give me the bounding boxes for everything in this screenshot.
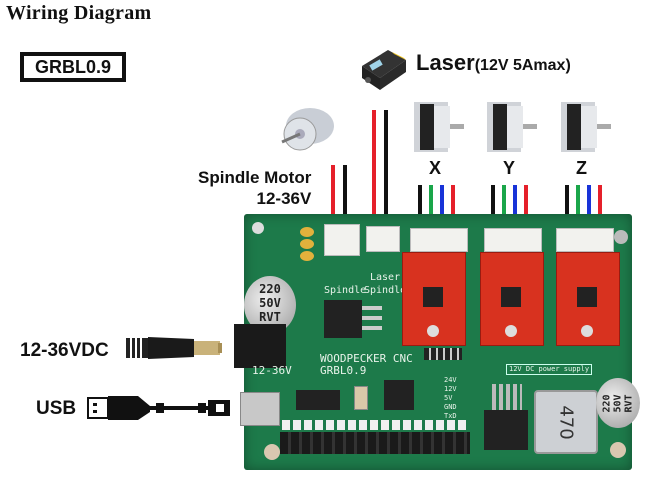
regulator-legs (492, 384, 522, 410)
mount-hole (614, 230, 628, 244)
cap-right-value: 220 (601, 393, 613, 413)
ceramic-capacitor (300, 251, 314, 261)
controller-board: Spindle Laser Spindle 220 50V RVT WOODPE… (234, 214, 640, 470)
axis-z-wire-red (598, 185, 602, 215)
driver-potentiometer (581, 325, 593, 337)
spindle-wire-black (343, 165, 347, 217)
usb-socket[interactable] (240, 392, 280, 426)
cap-left-value: 220 (259, 282, 281, 296)
spindle-motor-icon (276, 104, 338, 154)
board-model: GRBL0.9 (320, 364, 367, 377)
power-pin-label: GND (444, 403, 457, 411)
cap-right-series: RVT (623, 393, 635, 413)
ceramic-capacitor (300, 227, 314, 237)
usb-serial-chip (296, 390, 340, 410)
stepper-driver-z (556, 252, 620, 346)
mount-hole (264, 444, 280, 460)
axis-y-wire-red (524, 185, 528, 215)
stepper-motor-x-icon (410, 96, 466, 156)
cap-right-voltage: 50V (612, 393, 624, 413)
stepper-driver-y (480, 252, 544, 346)
axis-x-wire-red (451, 185, 455, 215)
laser-wire-black (384, 110, 388, 218)
laser-connector-label: Laser (370, 272, 401, 283)
power-pin-label: TxD (444, 412, 457, 420)
laser-name: Laser (416, 50, 475, 75)
inductor-value: 470 (555, 404, 577, 440)
laser-module-icon (358, 40, 410, 92)
laser-label: Laser(12V 5Amax) (416, 50, 571, 76)
cap-left-series: RVT (259, 310, 281, 324)
stepper-z-connector (556, 228, 614, 252)
diagram-title: Wiring Diagram (6, 2, 152, 24)
mosfet-chip (324, 300, 362, 338)
power-pin-label: 12V (444, 385, 457, 393)
spindle-wire-red (331, 165, 335, 217)
driver-chip (423, 287, 443, 307)
laser-spindle-label: Spindle (364, 285, 407, 296)
electrolytic-capacitor-right: 220 50V RVT (596, 378, 640, 428)
axis-z-wire-blue (587, 185, 591, 215)
mosfet-legs (362, 306, 382, 332)
axis-z-wire-black (565, 185, 569, 215)
usb-cable-icon (86, 392, 234, 424)
dc-jack-icon (126, 334, 224, 362)
axis-y-wire-black (491, 185, 495, 215)
supply-label: 12V DC power supply (506, 364, 593, 375)
spindle-connector (324, 224, 360, 256)
ceramic-capacitor (300, 239, 314, 249)
dc-jack-socket (234, 324, 286, 368)
axis-label-z: Z (576, 158, 587, 178)
buck-regulator-chip (484, 410, 528, 450)
axis-y-wire-green (502, 185, 506, 215)
laser-wire-red (372, 110, 376, 218)
cap-right-text: 220 50V RVT (602, 394, 635, 412)
driver-chip (501, 287, 521, 307)
power-pin-label: 5V (444, 394, 453, 402)
axis-x-wire-blue (440, 185, 444, 215)
gpio-labels (282, 420, 466, 430)
cap-left-voltage: 50V (259, 296, 281, 310)
pin-header-small (424, 348, 462, 360)
inductor: 470 (534, 390, 598, 454)
spindle-label-line1: Spindle Motor (198, 168, 312, 187)
laser-spec: (12V 5Amax) (474, 57, 571, 74)
stepper-driver-x (402, 252, 466, 346)
laser-connector (366, 226, 400, 252)
axis-label-x: X (429, 158, 442, 178)
spindle-label-line2: 12-36V (256, 189, 312, 208)
gpio-header (280, 432, 470, 454)
driver-potentiometer (427, 325, 439, 337)
power-pin-label: 24V (444, 376, 457, 384)
reset-button[interactable] (354, 386, 368, 410)
stepper-motor-y-icon (483, 96, 539, 156)
mount-hole (610, 442, 626, 458)
axis-x-wire-black (418, 185, 422, 215)
axis-label-y: Y (503, 158, 516, 178)
spindle-label: Spindle Motor 12-36V (198, 167, 311, 209)
mount-hole (252, 222, 264, 234)
axis-y-wire-blue (513, 185, 517, 215)
stepper-x-connector (410, 228, 468, 252)
power-input-label: 12-36VDC (20, 340, 109, 361)
board-brand: WOODPECKER CNC (320, 352, 413, 365)
board-voltage-label: 12-36V (252, 364, 292, 377)
usb-label: USB (36, 398, 77, 419)
driver-potentiometer (505, 325, 517, 337)
driver-chip (577, 287, 597, 307)
stepper-y-connector (484, 228, 542, 252)
spindle-connector-label: Spindle (324, 285, 367, 296)
axis-z-wire-green (576, 185, 580, 215)
firmware-badge: GRBL0.9 (20, 52, 126, 82)
axis-x-wire-green (429, 185, 433, 215)
stepper-motor-z-icon (557, 96, 613, 156)
microcontroller-chip (384, 380, 414, 410)
